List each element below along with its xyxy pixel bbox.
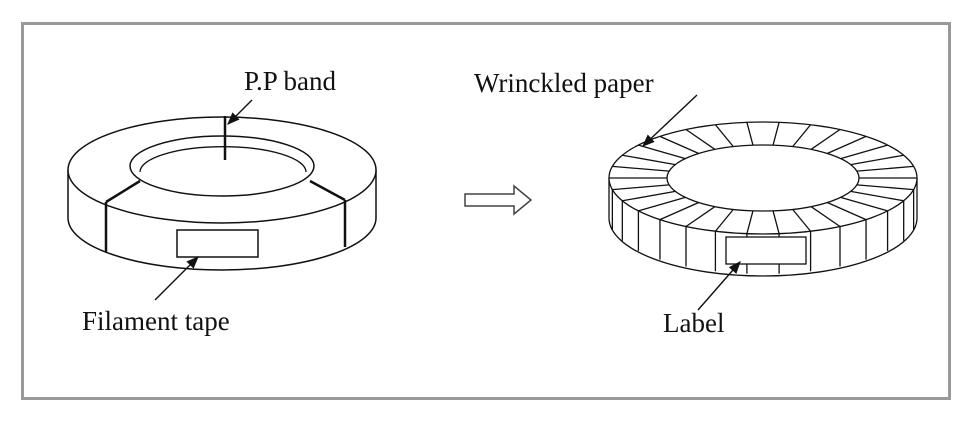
- right-ring: [608, 121, 918, 277]
- filament-tape-pointer: [154, 256, 199, 301]
- wrinkle-line: [810, 206, 841, 228]
- wrinkle-line: [659, 135, 700, 155]
- wrinkled-paper-label: Wrinckled paper: [474, 68, 654, 98]
- pp-band-pointer: [227, 99, 253, 125]
- wrinkle-line: [638, 144, 686, 160]
- wrinkle-line: [612, 184, 670, 191]
- wrinkle-line: [612, 165, 670, 172]
- wrinkle-line: [850, 154, 904, 166]
- left-ring-top-outer: [67, 116, 377, 224]
- transformation-arrow-icon: [464, 184, 533, 216]
- wrinkle-line: [746, 122, 754, 146]
- wrinkle-line: [685, 206, 716, 228]
- wrinkle-line: [850, 190, 904, 202]
- left-ring: [67, 116, 377, 271]
- left-ring-hole-rim: [139, 146, 307, 173]
- label-pointer: [697, 261, 741, 311]
- left-ring-top-inner: [129, 135, 315, 197]
- wrinkle-line: [856, 184, 914, 191]
- label-patch: [725, 236, 807, 265]
- wrinkle-line: [810, 128, 841, 150]
- wrinkle-line: [826, 135, 867, 155]
- pp-band-right-top: [309, 179, 346, 202]
- wrinkle-line: [622, 190, 676, 202]
- wrinkle-line: [659, 201, 700, 221]
- wrinkle-line: [638, 196, 686, 212]
- wrinkle-line: [746, 210, 754, 234]
- filament-tape-patch: [176, 229, 259, 258]
- wrinkle-line: [685, 128, 716, 150]
- wrinkle-line: [622, 154, 676, 166]
- wrinkle-line: [826, 201, 867, 221]
- wrinkle-line: [840, 196, 888, 212]
- wrinkled-paper-pointer: [642, 94, 698, 147]
- filament-tape-label: Filament tape: [82, 306, 230, 336]
- wrinkle-line: [840, 144, 888, 160]
- wrinkle-line: [772, 210, 780, 234]
- wrinkle-line: [856, 165, 914, 172]
- label-label: Label: [663, 308, 724, 338]
- wrinkle-line: [792, 124, 812, 148]
- wrinkle-line: [714, 208, 734, 232]
- wrinkle-line: [772, 122, 780, 146]
- wrinkle-line: [714, 124, 734, 148]
- wrinkle-line: [792, 208, 812, 232]
- pp-band-left-top: [105, 179, 141, 204]
- pp-band-label: P.P band: [244, 66, 337, 96]
